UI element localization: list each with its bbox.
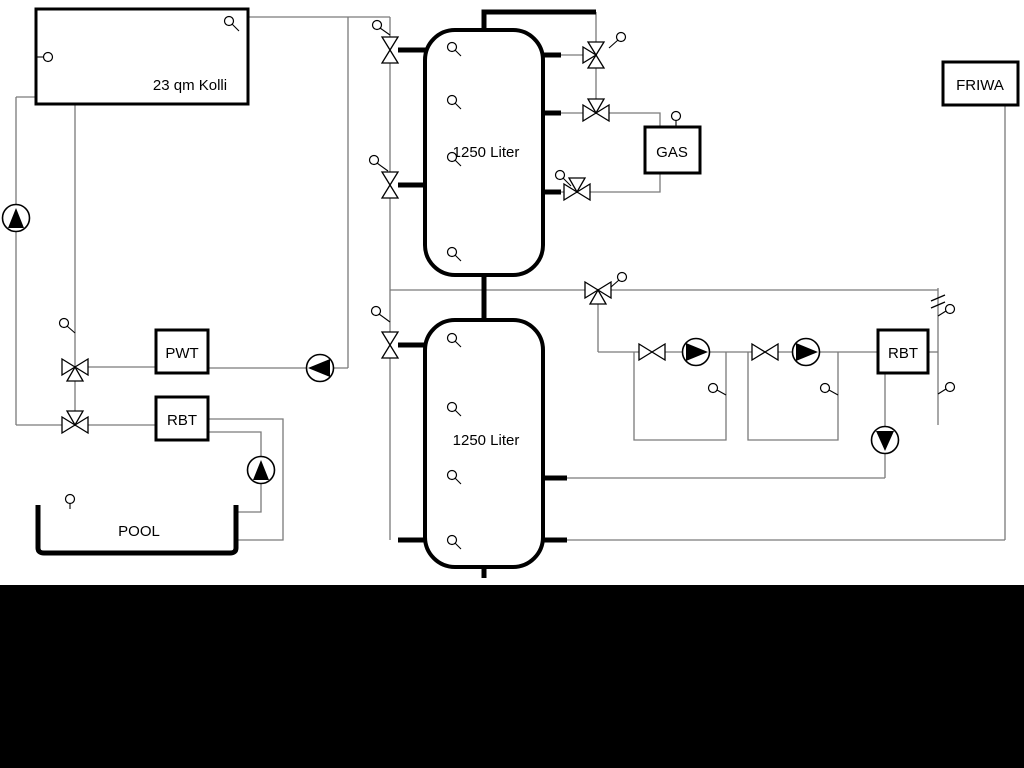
temperature-sensor	[937, 381, 956, 395]
friwa-pump	[870, 425, 900, 455]
buffer-tank-1: 1250 Liter	[423, 28, 545, 277]
gas-body	[643, 125, 702, 175]
pipe	[208, 431, 262, 457]
pipe	[590, 173, 661, 193]
collector-label: 23 qm Kolli	[153, 77, 227, 94]
temperature-sensor	[610, 271, 628, 288]
header-three-way-valve	[582, 41, 606, 69]
pipe	[208, 418, 284, 541]
pwt-box: PWT	[154, 328, 210, 375]
tank-top-header	[481, 9, 596, 33]
rbt-right-body	[876, 328, 930, 375]
temperature-sensor	[223, 15, 240, 32]
rbt-right-box: RBT	[876, 328, 930, 375]
temperature-sensor	[36, 51, 54, 63]
pumps	[1, 203, 900, 485]
temperature-sensor	[370, 305, 391, 323]
rbt-left-box: RBT	[154, 395, 210, 442]
tank1-top-valve	[380, 36, 400, 64]
temperature-sensor	[58, 317, 76, 334]
temperature-sensor	[371, 19, 391, 36]
temperature-sensor	[368, 154, 389, 172]
tank-body	[423, 28, 545, 277]
temperature-sensor	[670, 110, 682, 127]
gas-label: GAS	[656, 144, 688, 161]
rbt-right-label: RBT	[888, 345, 918, 362]
gas-supply-valve	[582, 98, 610, 123]
heating-circuit-1-valve	[638, 342, 666, 362]
tank-temperature-sensor	[446, 332, 462, 348]
temperature-sensor	[64, 493, 76, 509]
tank-temperature-sensor	[446, 151, 462, 167]
thick-mains	[398, 9, 596, 578]
tank-temperature-sensor	[446, 469, 462, 485]
tank1-label: 1250 Liter	[453, 144, 520, 161]
gas-boiler-box: GAS	[643, 125, 702, 175]
pwt-body	[154, 328, 210, 375]
pipe	[747, 352, 839, 441]
rbt-left-body	[154, 395, 210, 442]
pool-shape	[35, 505, 239, 556]
tank-temperature-sensor	[446, 41, 462, 57]
pwt-label: PWT	[165, 345, 198, 362]
temperature-sensor	[608, 31, 627, 49]
pipe	[609, 112, 661, 127]
tank2-label: 1250 Liter	[453, 432, 520, 449]
pipe	[633, 352, 727, 441]
pipe	[236, 483, 262, 513]
friwa-label: FRIWA	[956, 77, 1004, 94]
tank-temperature-sensor	[446, 246, 462, 262]
heating-circuit-2-valve	[751, 342, 779, 362]
gas-return-valve	[563, 177, 591, 202]
tank-temperature-sensor	[446, 401, 462, 417]
tank-temperature-sensor	[446, 94, 462, 110]
tank1-lower-valve	[380, 171, 400, 199]
temperature-sensor	[937, 303, 956, 317]
rbt-mixing-valve	[61, 410, 89, 435]
heating-circuit-2-pump	[791, 337, 821, 367]
pool-basin: POOL	[35, 505, 239, 556]
friwa-body	[941, 60, 1020, 107]
temperature-sensors	[36, 15, 956, 550]
tank-body	[423, 318, 545, 569]
temperature-sensor	[707, 382, 727, 396]
pwt-mixing-valve	[61, 357, 89, 382]
tank2-inlet-valve	[380, 331, 400, 359]
pool-label: POOL	[118, 523, 160, 540]
solar-collector-box: 23 qm Kolli	[34, 7, 250, 106]
buffer-tank-2: 1250 Liter	[423, 318, 545, 569]
pool-pump	[246, 455, 276, 485]
temperature-sensor	[819, 382, 839, 396]
rbt-left-label: RBT	[167, 412, 197, 429]
valves	[61, 36, 779, 435]
heating-circuit-1-pump	[681, 337, 711, 367]
heat-exchanger-pump	[305, 353, 335, 383]
collector-body	[34, 7, 250, 106]
tank-temperature-sensor	[446, 534, 462, 550]
circuit-header-valve	[584, 280, 612, 305]
hydraulic-schematic: 1250 Liter 1250 Liter 23 qm Kolli PWT RB…	[1, 7, 1020, 578]
electric-element-marks	[930, 294, 946, 309]
bottom-black-bar	[0, 585, 1024, 768]
temperature-sensor	[554, 169, 572, 187]
collector-pump	[1, 203, 31, 233]
friwa-box: FRIWA	[941, 60, 1020, 107]
